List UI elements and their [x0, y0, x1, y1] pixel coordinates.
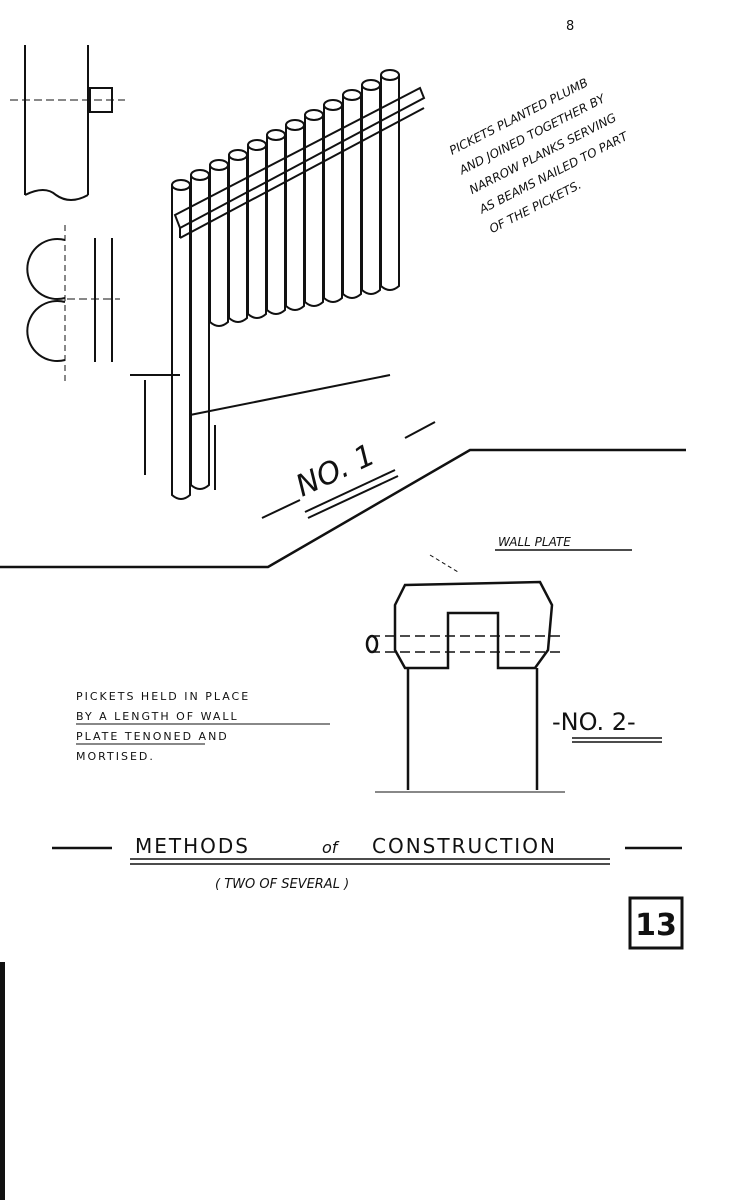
page-number: 8	[566, 19, 574, 34]
picket	[266, 135, 286, 315]
picket-top	[209, 159, 229, 171]
section-divider	[0, 448, 686, 569]
beam-plank	[173, 86, 426, 239]
method-2-label: -NO. 2-	[552, 708, 636, 736]
picket	[323, 105, 343, 303]
picket	[228, 155, 248, 323]
picket-section-detail	[10, 45, 125, 201]
plate-number-box	[628, 896, 684, 950]
picket-top	[323, 99, 343, 111]
subtitle: ( TWO OF SEVERAL )	[215, 877, 349, 892]
picket-fence-drawing	[171, 69, 400, 500]
picket-top	[228, 149, 248, 161]
picket-top	[266, 129, 286, 141]
picket	[247, 145, 267, 319]
trench	[130, 374, 391, 490]
picket	[380, 75, 400, 291]
picket-top	[380, 69, 400, 81]
picket	[285, 125, 305, 311]
wall-plate-joint-drawing	[365, 580, 565, 793]
picket-top	[342, 89, 362, 101]
title-connector: of	[322, 838, 340, 857]
wall-plate-callout: WALL PLATE	[498, 535, 571, 549]
method-1-note: PICKETS PLANTED PLUMB AND JOINED TOGETHE…	[447, 75, 631, 236]
picket-top	[171, 179, 191, 191]
picket-top	[247, 139, 267, 151]
note-line: BY A LENGTH OF WALL	[76, 710, 239, 723]
picket	[342, 95, 362, 299]
picket-top	[304, 109, 324, 121]
picket-top	[285, 119, 305, 131]
picket	[190, 175, 210, 490]
note-line: MORTISED.	[76, 750, 155, 763]
plate-number: 13	[635, 908, 677, 943]
picket	[361, 85, 381, 295]
picket-plan-detail	[26, 225, 120, 385]
method-2-note: PICKETS HELD IN PLACE BY A LENGTH OF WAL…	[76, 690, 330, 763]
picket	[209, 165, 229, 327]
picket-top	[190, 169, 210, 181]
method-1-label: NO. 1	[291, 437, 381, 504]
picket	[304, 115, 324, 307]
scan-edge	[0, 962, 5, 1200]
picket-top	[361, 79, 381, 91]
title-construction: CONSTRUCTION	[372, 834, 557, 858]
picket	[171, 185, 191, 500]
note-line: PICKETS HELD IN PLACE	[76, 690, 250, 703]
note-line: PLATE TENONED AND	[76, 730, 229, 743]
title-methods: METHODS	[135, 834, 250, 858]
